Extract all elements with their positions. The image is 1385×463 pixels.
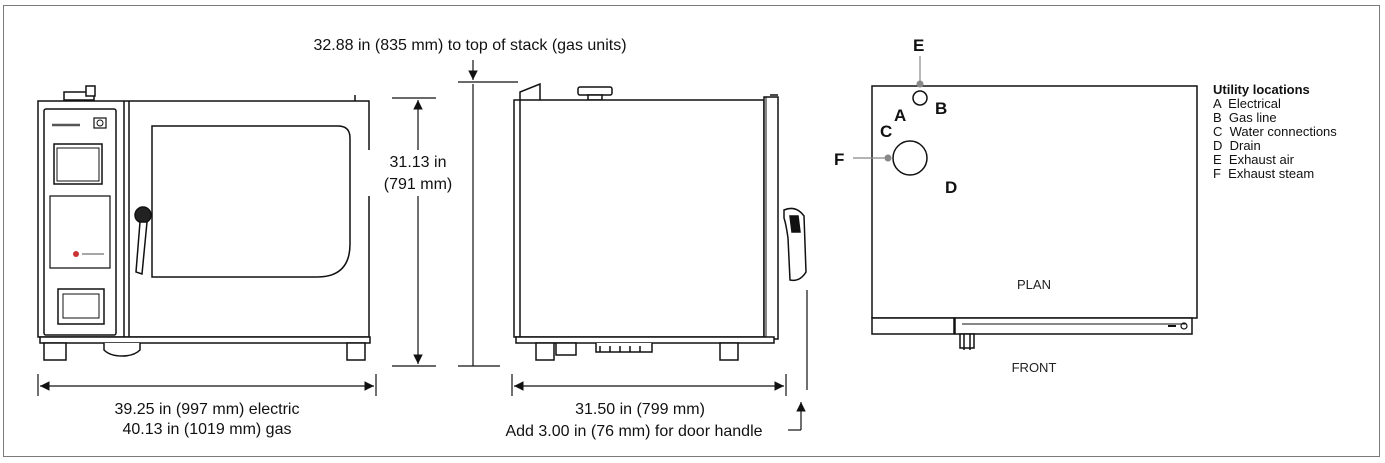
power-icon [93, 117, 107, 129]
legend-item-water: C Water connections [1213, 124, 1337, 139]
side-body [513, 99, 765, 338]
stack-label: 32.88 in (835 mm) to top of stack (gas u… [313, 37, 626, 54]
front-foot-left [43, 342, 67, 361]
oven-front-view [37, 85, 371, 361]
marker-c: C [880, 122, 892, 141]
diagram-frame [3, 5, 1380, 457]
oven-side-view [513, 82, 807, 361]
plan-view [871, 85, 1198, 350]
plan-front-left [871, 317, 955, 335]
width-gas-label: 40.13 in (1019 mm) gas [123, 421, 292, 438]
utility-legend: Utility locations A Electrical B Gas lin… [1213, 83, 1337, 181]
side-top-cap [577, 86, 613, 96]
plan-leaders [853, 56, 924, 162]
side-foot-right [719, 342, 739, 361]
height-in-label: 31.13 in [390, 154, 447, 171]
touch-screen [53, 143, 103, 185]
legend-item-drain: D Drain [1213, 138, 1261, 153]
door-handle-knob [134, 206, 152, 224]
side-flue [519, 82, 541, 100]
plan-front-door [954, 317, 1193, 335]
stack-dimension [458, 60, 518, 367]
depth-dimension [511, 290, 808, 431]
side-door-handle [783, 207, 807, 282]
legend-item-exhaust-air: E Exhaust air [1213, 152, 1294, 167]
brand-logo-icon [73, 251, 79, 257]
plan-label: PLAN [1017, 277, 1051, 292]
depth-label: 31.50 in (799 mm) [575, 401, 705, 418]
width-electric-label: 39.25 in (997 mm) electric [115, 401, 300, 418]
legend-item-electrical: A Electrical [1213, 96, 1281, 111]
marker-a: A [894, 106, 906, 125]
exhaust-steam-port [892, 140, 928, 176]
height-dimension [392, 97, 436, 367]
side-foot-left [535, 342, 555, 361]
front-width-dimension [37, 374, 377, 396]
legend-item-gas-line: B Gas line [1213, 110, 1277, 125]
front-label: FRONT [1012, 360, 1057, 375]
height-mm-label: (791 mm) [384, 176, 452, 193]
front-foot-right [346, 342, 366, 361]
door-window [151, 125, 351, 278]
marker-d: D [945, 178, 957, 197]
plan-outline [871, 85, 1198, 319]
exhaust-air-port [912, 90, 928, 106]
marker-b: B [935, 99, 947, 118]
legend-item-exhaust-steam: F Exhaust steam [1213, 166, 1315, 181]
marker-f: F [834, 150, 844, 169]
legend-title: Utility locations [1213, 82, 1310, 97]
door-handle-label: Add 3.00 in (76 mm) for door handle [505, 423, 762, 440]
marker-e: E [913, 36, 924, 55]
